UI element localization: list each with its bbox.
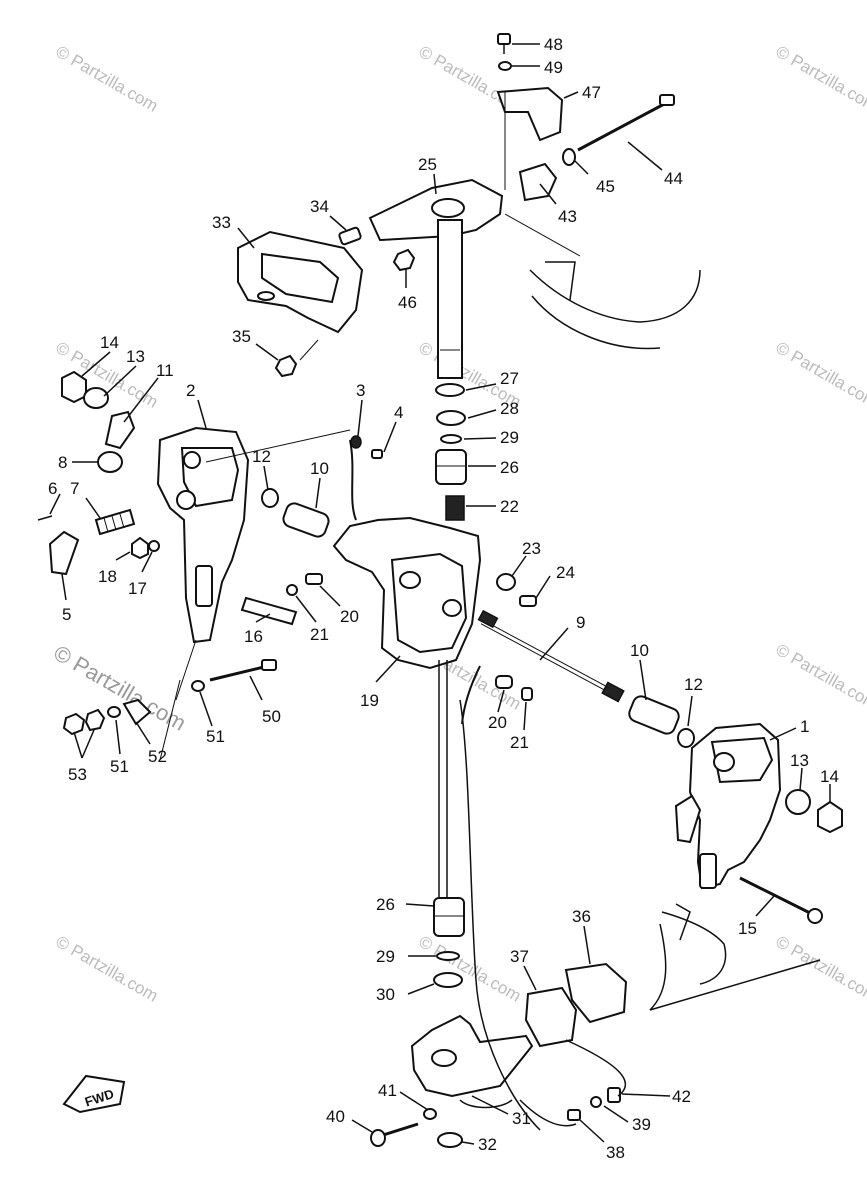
- callout-51: 51: [110, 757, 129, 776]
- right-clamp-bracket: [628, 695, 843, 1011]
- callout-5: 5: [62, 605, 71, 624]
- callout-36: 36: [572, 907, 591, 926]
- callout-26: 26: [500, 458, 519, 477]
- callout-labels: 48 49 47 44 45 43 25 34 33 46 35 14 13 1…: [48, 35, 839, 1162]
- callout-31: 31: [512, 1109, 531, 1128]
- callout-27: 27: [500, 369, 519, 388]
- callout-22: 22: [500, 497, 519, 516]
- lower-swivel-parts: [370, 699, 628, 1148]
- left-clamp-bracket: [37, 370, 351, 761]
- callout-14: 14: [100, 333, 119, 352]
- callout-7: 7: [70, 479, 79, 498]
- leader-lines: [49, 43, 831, 1145]
- callout-24: 24: [556, 563, 575, 582]
- callout-52: 52: [148, 747, 167, 766]
- callout-49: 49: [544, 58, 563, 77]
- steering-arm-assembly: [237, 33, 701, 379]
- callout-6: 6: [48, 479, 57, 498]
- callout-10: 10: [310, 459, 329, 478]
- callout-51: 51: [206, 727, 225, 746]
- callout-53: 53: [68, 765, 87, 784]
- callout-45: 45: [596, 177, 615, 196]
- callout-20: 20: [488, 713, 507, 732]
- callout-15: 15: [738, 919, 757, 938]
- callout-30: 30: [376, 985, 395, 1004]
- callout-21: 21: [310, 625, 329, 644]
- callout-25: 25: [418, 155, 437, 174]
- callout-29: 29: [500, 428, 519, 447]
- callout-9: 9: [576, 613, 585, 632]
- callout-8: 8: [58, 453, 67, 472]
- callout-43: 43: [558, 207, 577, 226]
- callout-13: 13: [790, 751, 809, 770]
- callout-37: 37: [510, 947, 529, 966]
- callout-34: 34: [310, 197, 329, 216]
- callout-10: 10: [630, 641, 649, 660]
- callout-42: 42: [672, 1087, 691, 1106]
- callout-41: 41: [378, 1081, 397, 1100]
- callout-32: 32: [478, 1135, 497, 1154]
- callout-3: 3: [356, 381, 365, 400]
- callout-26: 26: [376, 895, 395, 914]
- steering-column-parts: [240, 383, 625, 900]
- callout-20: 20: [340, 607, 359, 626]
- callout-46: 46: [398, 293, 417, 312]
- callout-2: 2: [186, 381, 195, 400]
- callout-44: 44: [664, 169, 683, 188]
- callout-14: 14: [820, 767, 839, 786]
- callout-12: 12: [684, 675, 703, 694]
- callout-29: 29: [376, 947, 395, 966]
- callout-12: 12: [252, 447, 271, 466]
- callout-50: 50: [262, 707, 281, 726]
- callout-39: 39: [632, 1115, 651, 1134]
- callout-18: 18: [98, 567, 117, 586]
- fwd-arrow: FWD: [62, 1074, 126, 1114]
- callout-1: 1: [800, 717, 809, 736]
- callout-21: 21: [510, 733, 529, 752]
- callout-11: 11: [156, 361, 174, 380]
- callout-19: 19: [360, 691, 379, 710]
- callout-40: 40: [326, 1107, 345, 1126]
- callout-16: 16: [244, 627, 263, 646]
- callout-4: 4: [394, 403, 403, 422]
- callout-17: 17: [128, 579, 147, 598]
- callout-48: 48: [544, 35, 563, 54]
- callout-23: 23: [522, 539, 541, 558]
- callout-33: 33: [212, 213, 231, 232]
- callout-38: 38: [606, 1143, 625, 1162]
- callout-13: 13: [126, 347, 145, 366]
- callout-28: 28: [500, 399, 519, 418]
- callout-35: 35: [232, 327, 251, 346]
- callout-47: 47: [582, 83, 601, 102]
